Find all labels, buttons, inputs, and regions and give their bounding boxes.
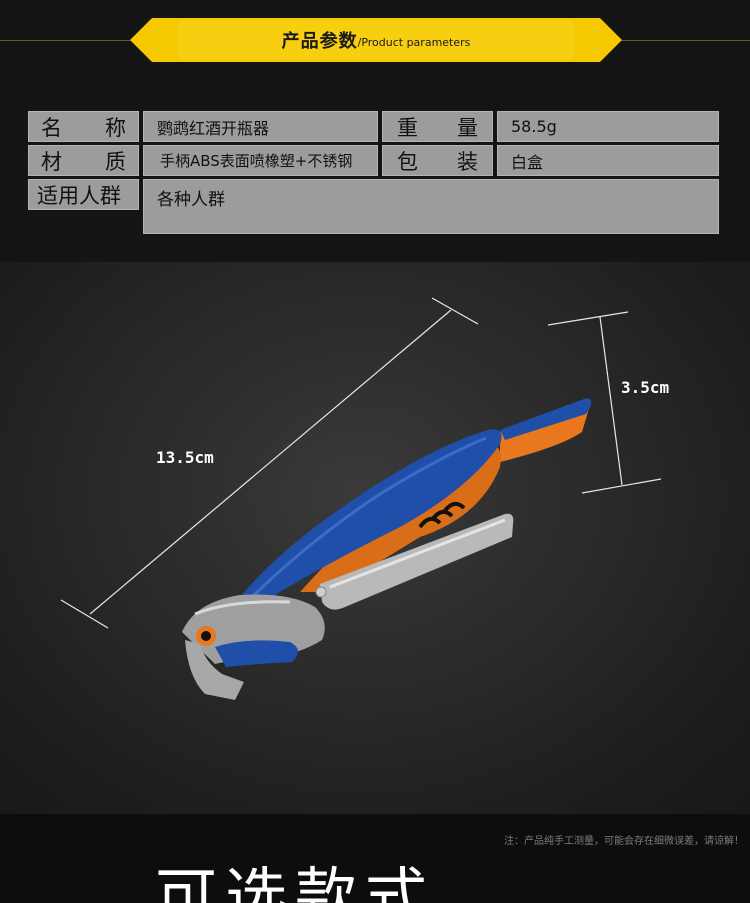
- banner-title: 产品参数: [281, 31, 358, 52]
- material-value: 手柄ABS表面喷橡塑+不锈钢: [143, 145, 378, 176]
- weight-label-char-1: 重: [397, 115, 418, 140]
- package-value: 白盒: [497, 145, 719, 176]
- bottom-section: 注：产品纯手工测量，可能会存在细微误差，请谅解！ 可选款式: [0, 814, 750, 903]
- product-illustration: [60, 297, 662, 700]
- name-label-char-1: 名: [41, 115, 62, 140]
- height-dimension-line: [547, 311, 662, 494]
- name-label: 名 称: [28, 111, 139, 142]
- banner-shape: [130, 18, 622, 62]
- corkscrew-product: [182, 398, 592, 700]
- length-dimension-line: [60, 297, 479, 629]
- next-section-title: 可选款式: [155, 860, 436, 903]
- length-label: 13.5cm: [156, 448, 214, 467]
- weight-label: 重 量: [382, 111, 493, 142]
- material-label-char-2: 质: [105, 149, 126, 174]
- section-banner: 产品参数 /Product parameters: [130, 18, 622, 62]
- material-label: 材 质: [28, 145, 139, 176]
- product-photo: 13.5cm 3.5cm: [0, 262, 750, 814]
- material-label-char-1: 材: [41, 149, 62, 174]
- package-label: 包 装: [382, 145, 493, 176]
- name-label-char-2: 称: [105, 115, 126, 140]
- weight-value: 58.5g: [497, 111, 719, 142]
- height-label: 3.5cm: [621, 378, 670, 397]
- audience-label: 适用人群: [28, 179, 139, 210]
- weight-label-char-2: 量: [457, 115, 478, 140]
- audience-value: 各种人群: [143, 179, 719, 234]
- package-label-char-1: 包: [397, 149, 418, 174]
- name-value: 鹦鹉红酒开瓶器: [143, 111, 378, 142]
- package-label-char-2: 装: [457, 149, 478, 174]
- measurement-note: 注：产品纯手工测量，可能会存在细微误差，请谅解！: [504, 836, 744, 847]
- banner-subtitle: /Product parameters: [357, 36, 471, 49]
